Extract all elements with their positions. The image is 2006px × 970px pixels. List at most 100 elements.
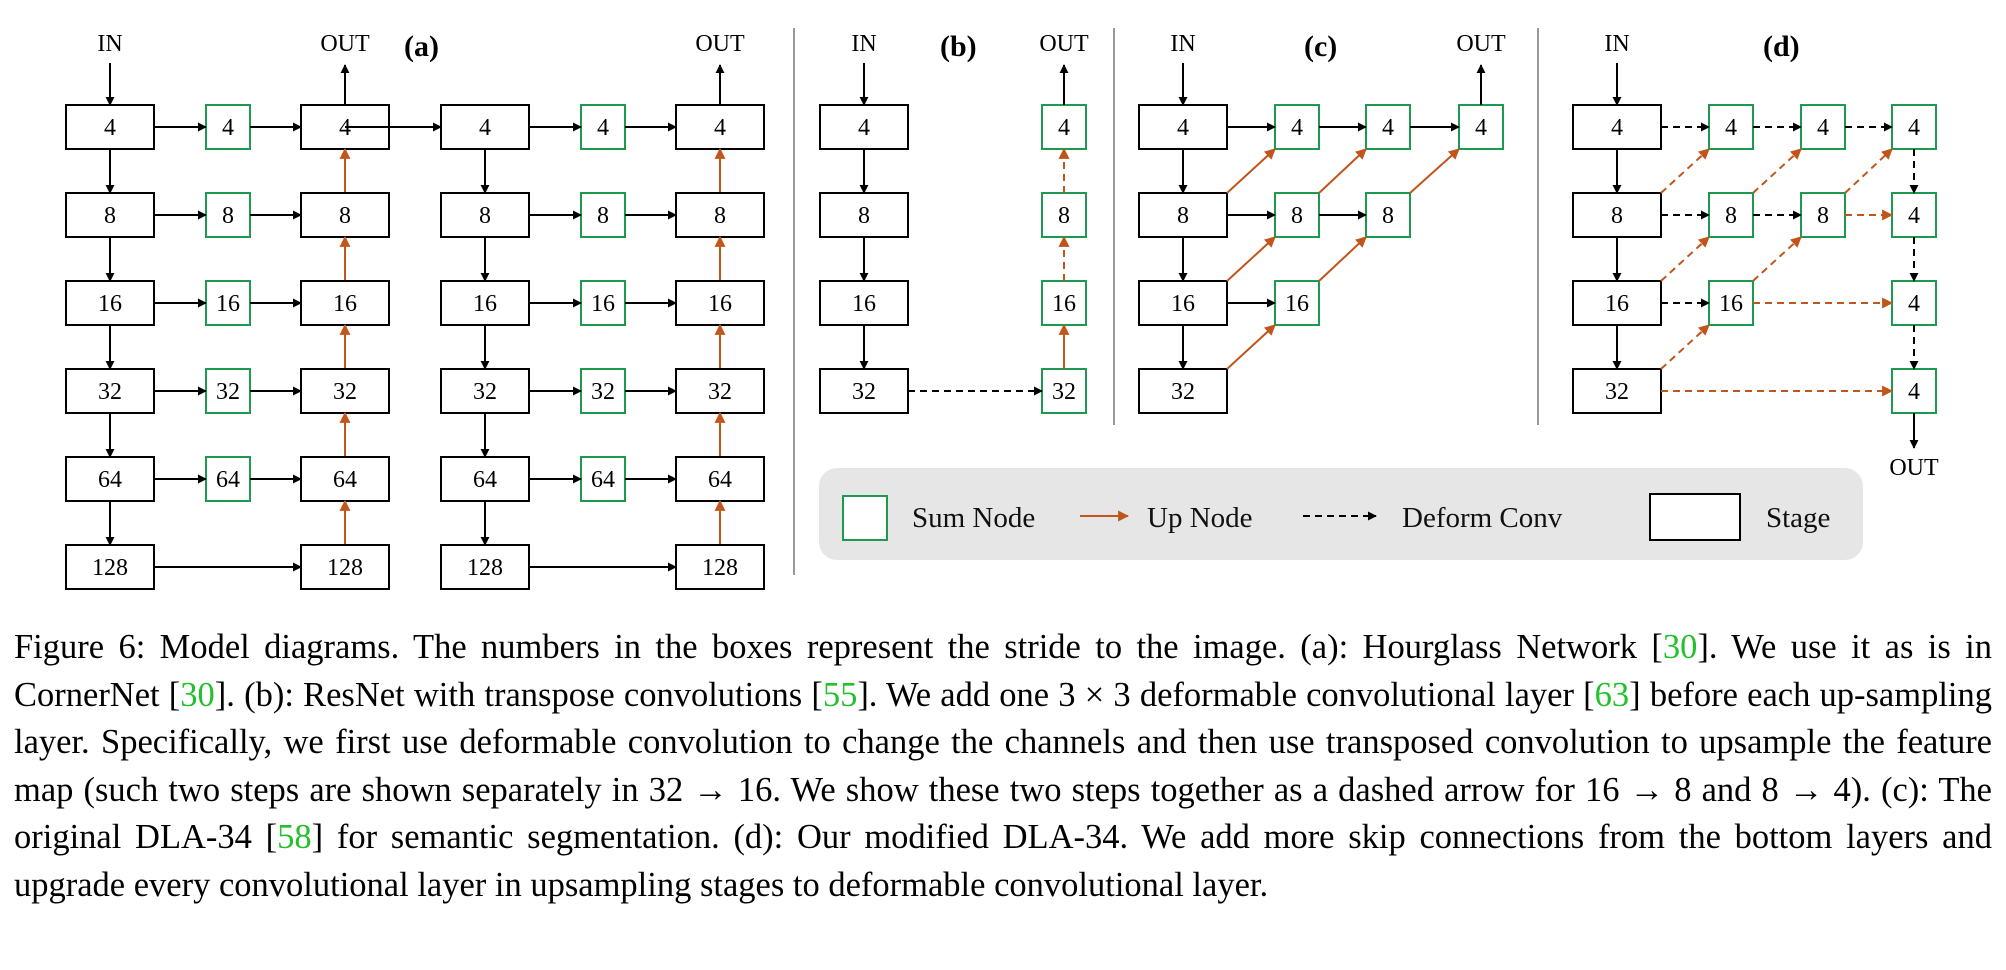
stage-label: 8 — [1177, 203, 1189, 229]
stage-label: 32 — [1171, 379, 1195, 405]
up-node-dashed-arrow — [1660, 148, 1710, 194]
stage-box — [819, 192, 909, 238]
sum-node-label: 4 — [597, 115, 609, 141]
citation-link[interactable]: 58 — [277, 818, 312, 856]
legend-up-node-label: Up Node — [1147, 502, 1253, 534]
sum-node-label: 4 — [1291, 115, 1303, 141]
stage-label: 16 — [1605, 291, 1629, 317]
sum-node-box — [1274, 192, 1320, 238]
diagram-layer: 444888161616323232646464128128OUT4448881… — [65, 31, 1939, 590]
sum-node-label: 16 — [1052, 291, 1076, 317]
stage-box — [440, 456, 530, 502]
stage-label: 16 — [708, 291, 732, 317]
sum-node-label: 4 — [1908, 203, 1920, 229]
sum-node-label: 4 — [1908, 379, 1920, 405]
panel-d-tag: (d) — [1763, 30, 1800, 63]
out-label: OUT — [1039, 31, 1089, 57]
up-node-dashed-arrow — [1844, 148, 1893, 194]
stage-label: 16 — [1171, 291, 1195, 317]
caption-paragraph: Figure 6: Model diagrams. The numbers in… — [14, 624, 1992, 909]
legend-stage-label: Stage — [1766, 502, 1830, 534]
sum-node-label: 4 — [1908, 291, 1920, 317]
sum-node-label: 8 — [1058, 203, 1070, 229]
stage-box — [1138, 368, 1228, 414]
sum-node-label: 4 — [1908, 115, 1920, 141]
sum-node-box — [1041, 192, 1087, 238]
sum-node-label: 16 — [591, 291, 615, 317]
stage-label: 8 — [714, 203, 726, 229]
sum-node-label: 8 — [1382, 203, 1394, 229]
legend-deform-conv-label: Deform Conv — [1402, 502, 1563, 534]
caption-text: ]. (b): ResNet with transpose convolutio… — [214, 675, 823, 714]
sum-node-box — [1708, 192, 1754, 238]
stage-box — [65, 544, 155, 590]
sum-node-label: 8 — [1725, 203, 1737, 229]
sum-node-label: 8 — [1817, 203, 1829, 229]
up-node-arrow — [1226, 148, 1276, 194]
legend-sum-node-swatch — [842, 495, 888, 541]
stage-label: 4 — [1177, 115, 1189, 141]
stage-box — [1138, 280, 1228, 326]
stage-box — [819, 368, 909, 414]
stage-label: 4 — [104, 115, 116, 141]
caption-text: ] for semantic segmentation. (d): Our mo… — [14, 818, 1992, 904]
citation-link[interactable]: 55 — [822, 675, 858, 714]
citation-link[interactable]: 30 — [180, 675, 215, 714]
stage-label: 8 — [858, 203, 870, 229]
sum-node-label: 4 — [1382, 115, 1394, 141]
sum-node-box — [1458, 104, 1504, 150]
stage-box — [440, 544, 530, 590]
sum-node-label: 4 — [222, 115, 234, 141]
stage-label: 64 — [333, 467, 357, 493]
out-label: OUT — [1456, 31, 1506, 57]
up-node-arrow — [1226, 236, 1276, 282]
model-diagrams-figure: (a) (b) (c) (d) 444888161616323232646464… — [65, 28, 1939, 590]
sum-node-label: 32 — [216, 379, 240, 405]
up-node-dashed-arrow — [1752, 236, 1802, 282]
stage-label: 16 — [333, 291, 357, 317]
stage-label: 64 — [708, 467, 732, 493]
sum-node-label: 16 — [1285, 291, 1309, 317]
stage-box — [300, 192, 390, 238]
up-node-dashed-arrow — [1660, 324, 1710, 370]
stage-box — [819, 280, 909, 326]
sum-node-box — [1708, 104, 1754, 150]
legend-sum-node-label: Sum Node — [912, 502, 1035, 534]
sum-node-label: 32 — [1052, 379, 1076, 405]
stage-box — [65, 192, 155, 238]
stage-label: 64 — [473, 467, 497, 493]
stage-label: 4 — [858, 115, 870, 141]
sum-node-label: 4 — [1475, 115, 1487, 141]
up-node-arrow — [1318, 148, 1367, 194]
stage-label: 16 — [98, 291, 122, 317]
figure-caption: Figure 6: Model diagrams. The numbers in… — [14, 624, 1992, 909]
in-label: IN — [97, 31, 122, 57]
stage-box — [1572, 104, 1662, 150]
sum-node-label: 64 — [216, 467, 240, 493]
stage-label: 4 — [714, 115, 726, 141]
stage-label: 64 — [98, 467, 122, 493]
legend-stage-swatch — [1649, 493, 1741, 541]
up-node-dashed-arrow — [1660, 236, 1710, 282]
stage-label: 32 — [473, 379, 497, 405]
stage-label: 32 — [333, 379, 357, 405]
panel-b-tag: (b) — [940, 30, 977, 63]
stage-label: 32 — [708, 379, 732, 405]
sum-node-label: 16 — [216, 291, 240, 317]
out-label: OUT — [695, 31, 745, 57]
sum-node-label: 4 — [1725, 115, 1737, 141]
sum-node-box — [205, 192, 251, 238]
citation-link[interactable]: 30 — [1662, 628, 1698, 666]
out-label: OUT — [1889, 455, 1939, 481]
sum-node-label: 16 — [1719, 291, 1743, 317]
stage-box — [675, 280, 765, 326]
up-node-dashed-arrow — [1752, 148, 1802, 194]
sum-node-label: 64 — [591, 467, 615, 493]
stage-label: 4 — [1611, 115, 1623, 141]
in-label: IN — [1170, 31, 1195, 57]
sum-node-label: 4 — [1058, 115, 1070, 141]
citation-link[interactable]: 63 — [1594, 675, 1630, 714]
stage-label: 16 — [473, 291, 497, 317]
sum-node-label: 8 — [222, 203, 234, 229]
stage-box — [819, 104, 909, 150]
